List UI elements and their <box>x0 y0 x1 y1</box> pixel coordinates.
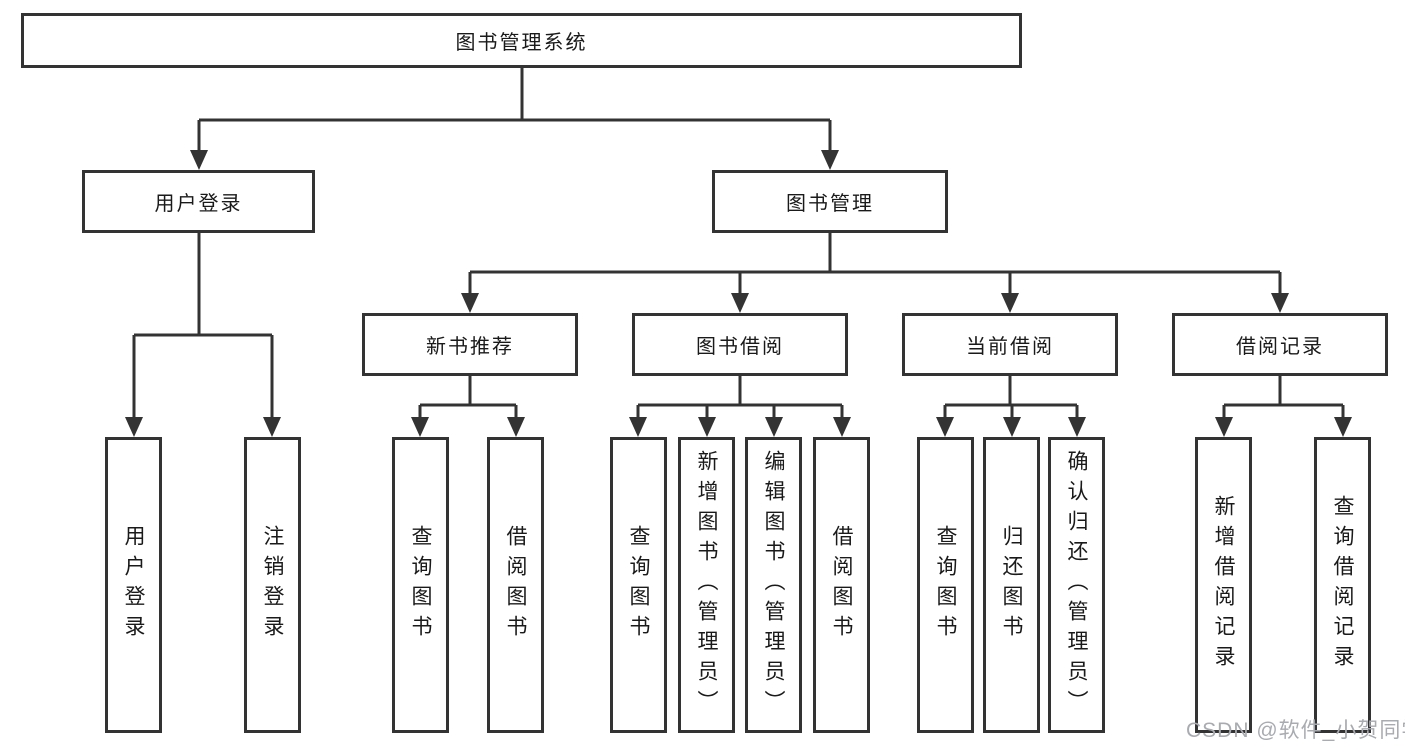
leaf-user-login: 用户登录 <box>105 437 162 733</box>
leaf-edit-book-admin: 编辑图书（管理员） <box>745 437 802 733</box>
node-label: 新书推荐 <box>426 336 514 358</box>
leaf-label: 借阅图书 <box>504 525 527 645</box>
leaf-label: 查询借阅记录 <box>1331 495 1354 675</box>
leaf-label: 编辑图书（管理员） <box>762 450 785 720</box>
leaf-query-books-current: 查询图书 <box>917 437 974 733</box>
leaf-return-book: 归还图书 <box>983 437 1040 733</box>
leaf-label: 新增图书（管理员） <box>695 450 718 720</box>
leaf-label: 查询图书 <box>934 525 957 645</box>
leaf-label: 查询图书 <box>627 525 650 645</box>
node-book-management: 图书管理 <box>712 170 948 233</box>
node-label: 用户登录 <box>154 193 243 215</box>
leaf-add-book-admin: 新增图书（管理员） <box>678 437 735 733</box>
leaf-borrow-books-borrowing: 借阅图书 <box>813 437 870 733</box>
leaf-label: 新增借阅记录 <box>1212 495 1235 675</box>
node-label: 图书管理系统 <box>455 32 588 54</box>
leaf-query-books-recommend: 查询图书 <box>392 437 449 733</box>
node-user-login: 用户登录 <box>82 170 315 233</box>
node-label: 图书管理 <box>786 193 874 215</box>
leaf-logout: 注销登录 <box>244 437 301 733</box>
leaf-add-borrow-record: 新增借阅记录 <box>1195 437 1252 733</box>
leaf-query-borrow-record: 查询借阅记录 <box>1314 437 1371 733</box>
node-label: 借阅记录 <box>1236 336 1324 358</box>
leaf-label: 借阅图书 <box>830 525 853 645</box>
leaf-label: 查询图书 <box>409 525 432 645</box>
leaf-query-books-borrowing: 查询图书 <box>610 437 667 733</box>
leaf-label: 确认归还（管理员） <box>1065 450 1088 720</box>
node-label: 当前借阅 <box>966 336 1054 358</box>
node-library-management-system: 图书管理系统 <box>21 13 1022 68</box>
leaf-label: 用户登录 <box>122 525 145 645</box>
leaf-confirm-return-admin: 确认归还（管理员） <box>1048 437 1105 733</box>
leaf-borrow-books-recommend: 借阅图书 <box>487 437 544 733</box>
node-book-borrowing: 图书借阅 <box>632 313 848 376</box>
csdn-watermark: CSDN @软件_小贺同学 <box>1186 719 1405 742</box>
node-label: 图书借阅 <box>696 336 784 358</box>
node-borrowing-records: 借阅记录 <box>1172 313 1388 376</box>
leaf-label: 归还图书 <box>1000 525 1023 645</box>
leaf-label: 注销登录 <box>261 525 284 645</box>
node-current-borrowing: 当前借阅 <box>902 313 1118 376</box>
node-new-book-recommendation: 新书推荐 <box>362 313 578 376</box>
